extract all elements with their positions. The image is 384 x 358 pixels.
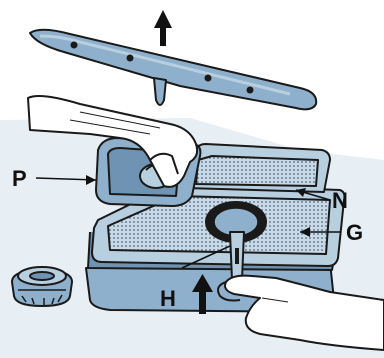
spray-arm — [30, 30, 316, 110]
label-h: H — [160, 286, 176, 311]
lift-arrow-top — [154, 10, 172, 46]
filter-cap — [12, 267, 72, 306]
coarse-filter — [186, 144, 330, 192]
label-p: P — [12, 166, 27, 191]
label-g: G — [346, 220, 363, 245]
label-n: N — [332, 188, 348, 213]
